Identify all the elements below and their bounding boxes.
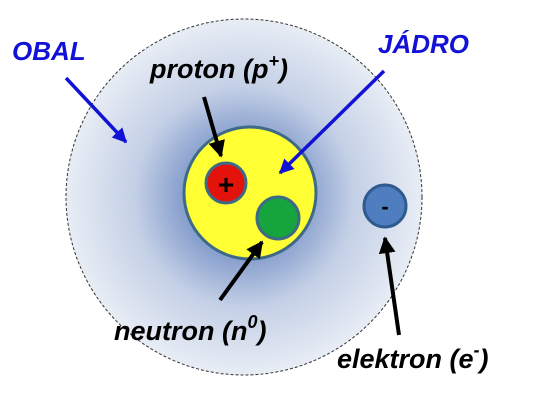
proton-symbol: + (218, 169, 234, 200)
elektron-label-close: ) (477, 344, 489, 374)
proton-particle (204, 161, 248, 205)
proton-label-text: proton (p (149, 54, 268, 84)
elektron-label-text: elektron (e (337, 344, 474, 374)
elektron-arrow (378, 236, 401, 336)
nucleus (182, 125, 318, 261)
proton-label-sup: + (268, 51, 279, 71)
proton-label-close: ) (276, 54, 288, 84)
proton-label: proton (p+) (149, 51, 288, 84)
neutron-arrow (218, 240, 264, 302)
neutron-label-text: neutron (n (114, 316, 247, 346)
proton-arrow (202, 96, 225, 158)
elektron-label-sup: - (474, 340, 480, 360)
jadro-arrow (278, 69, 386, 175)
neutron-particle (255, 195, 301, 241)
electron-particle (362, 183, 408, 229)
jadro-label: JÁDRO (378, 29, 469, 59)
neutron-label: neutron (n0) (114, 312, 267, 346)
neutron-label-sup: 0 (247, 312, 257, 332)
elektron-label: elektron (e-) (337, 340, 489, 374)
electron-symbol: - (381, 194, 388, 219)
obal-arrow (64, 76, 128, 144)
neutron-label-close: ) (255, 316, 267, 346)
obal-label: OBAL (12, 36, 86, 66)
